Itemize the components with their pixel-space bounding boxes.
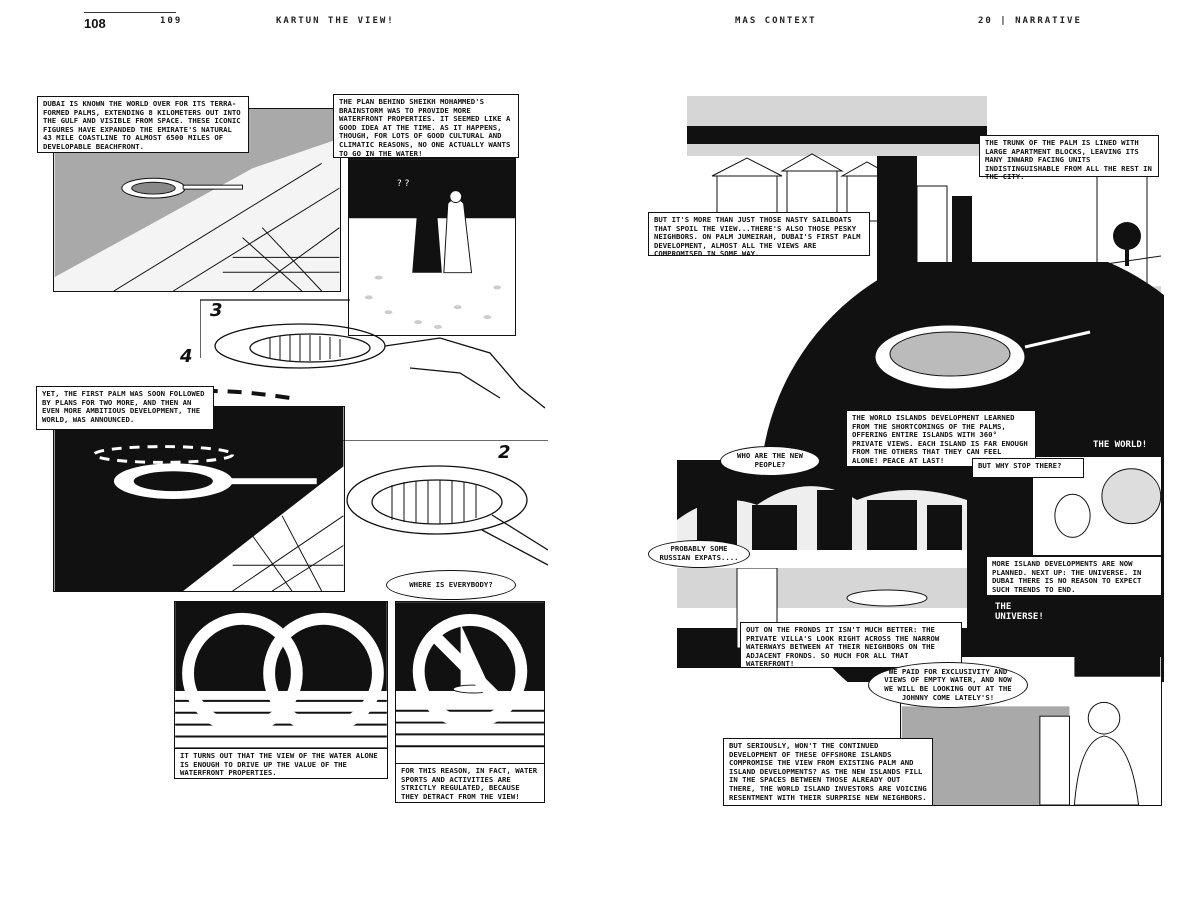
caption-first-palm: YET, THE FIRST PALM WAS SOON FOLLOWED BY…	[36, 386, 214, 430]
caption-view-value: IT TURNS OUT THAT THE VIEW OF THE WATER …	[174, 748, 388, 779]
caption-sailboats-neighbors: BUT IT'S MORE THAN JUST THOSE NASTY SAIL…	[648, 212, 870, 258]
left-sub-number: 109	[160, 16, 183, 26]
no-sailing-illustration	[396, 602, 544, 778]
caption-palm-trunk: THE TRUNK OF THE PALM IS LINED WITH LARG…	[979, 135, 1159, 181]
caption-world-islands: THE WORLD ISLANDS DEVELOPMENT LEARNED FR…	[846, 410, 1036, 467]
caption-universe: MORE ISLAND DEVELOPMENTS ARE NOW PLANNED…	[986, 556, 1162, 596]
right-header-title: MAS CONTEXT	[735, 16, 817, 26]
left-header-title: KARTUN THE VIEW!	[276, 16, 395, 26]
palm-outline-two	[342, 439, 549, 590]
panel-beach-couple: ? ?	[348, 158, 516, 336]
label-the-world: THE WORLD!	[1093, 440, 1148, 450]
number-label-three: 3	[210, 300, 223, 321]
bubble-russian-expats: PROBABLY SOME RUSSIAN EXPATS....	[648, 540, 750, 568]
palm-outline-three	[199, 298, 550, 428]
caption-fronds: OUT ON THE FRONDS IT ISN'T MUCH BETTER: …	[740, 622, 962, 668]
number-label-four: 4	[180, 346, 193, 367]
bubble-where-is-everybody: WHERE IS EVERYBODY?	[386, 570, 516, 600]
caption-water-sports: FOR THIS REASON, IN FACT, WATER SPORTS A…	[395, 763, 545, 803]
panel-no-sailing	[395, 601, 545, 779]
night-palm-illustration	[54, 407, 344, 591]
caption-sheikh-plan: THE PLAN BEHIND SHEIKH MOHAMMED'S BRAINS…	[333, 94, 519, 158]
caption-why-stop: BUT WHY STOP THERE?	[972, 458, 1084, 478]
label-the-universe: THE UNIVERSE!	[995, 602, 1044, 622]
bubble-new-people: WHO ARE THE NEW PEOPLE?	[720, 446, 820, 476]
beach-couple-illustration	[349, 159, 515, 335]
header-rule	[84, 12, 176, 13]
left-page-number: 108	[84, 16, 106, 31]
bubble-johnny-come-latelys: WE PAID FOR EXCLUSIVITY AND VIEWS OF EMP…	[868, 662, 1028, 708]
panel-night-palm	[53, 406, 345, 592]
right-header-section: 20 | NARRATIVE	[978, 16, 1082, 26]
caption-offshore-islands: BUT SERIOUSLY, WON'T THE CONTINUED DEVEL…	[723, 738, 933, 806]
caption-dubai-palms: DUBAI IS KNOWN THE WORLD OVER FOR ITS TE…	[37, 96, 249, 153]
number-label-two: 2	[498, 442, 511, 463]
question-marks: ? ?	[397, 179, 410, 189]
